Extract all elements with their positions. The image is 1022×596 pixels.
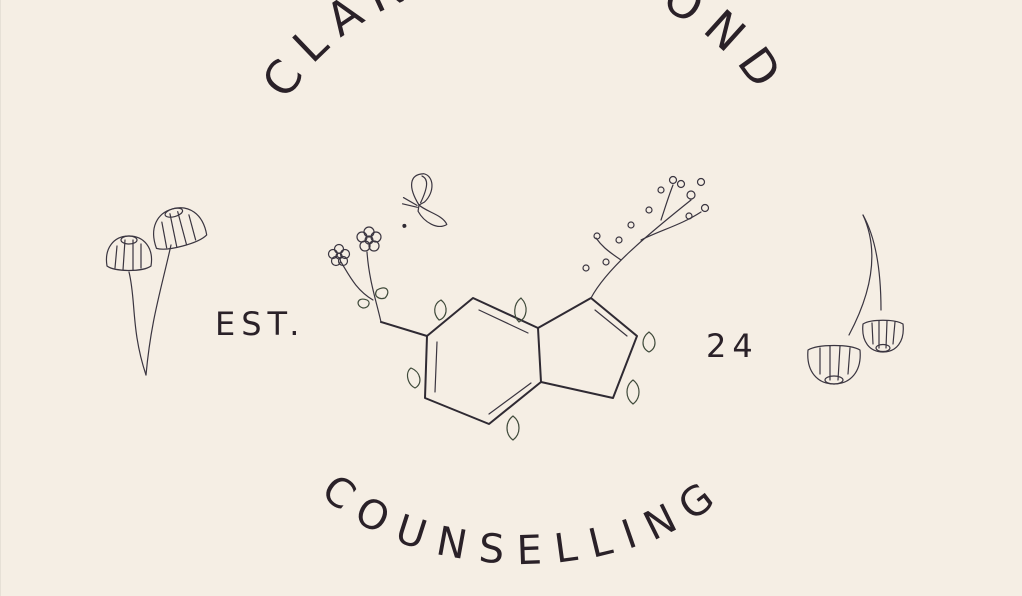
brand-name-bottom: COUNSELLING bbox=[313, 466, 734, 574]
brand-name-top: CLARITY & BOND bbox=[251, 0, 798, 107]
established-year: 24 bbox=[706, 327, 759, 365]
serotonin-molecule-with-flowers-icon bbox=[327, 175, 710, 441]
established-label: EST. bbox=[215, 305, 305, 343]
butterfly-icon bbox=[401, 173, 448, 228]
daisy-flowers-icon bbox=[105, 207, 208, 376]
hanging-daisy-flowers-icon bbox=[807, 214, 904, 385]
